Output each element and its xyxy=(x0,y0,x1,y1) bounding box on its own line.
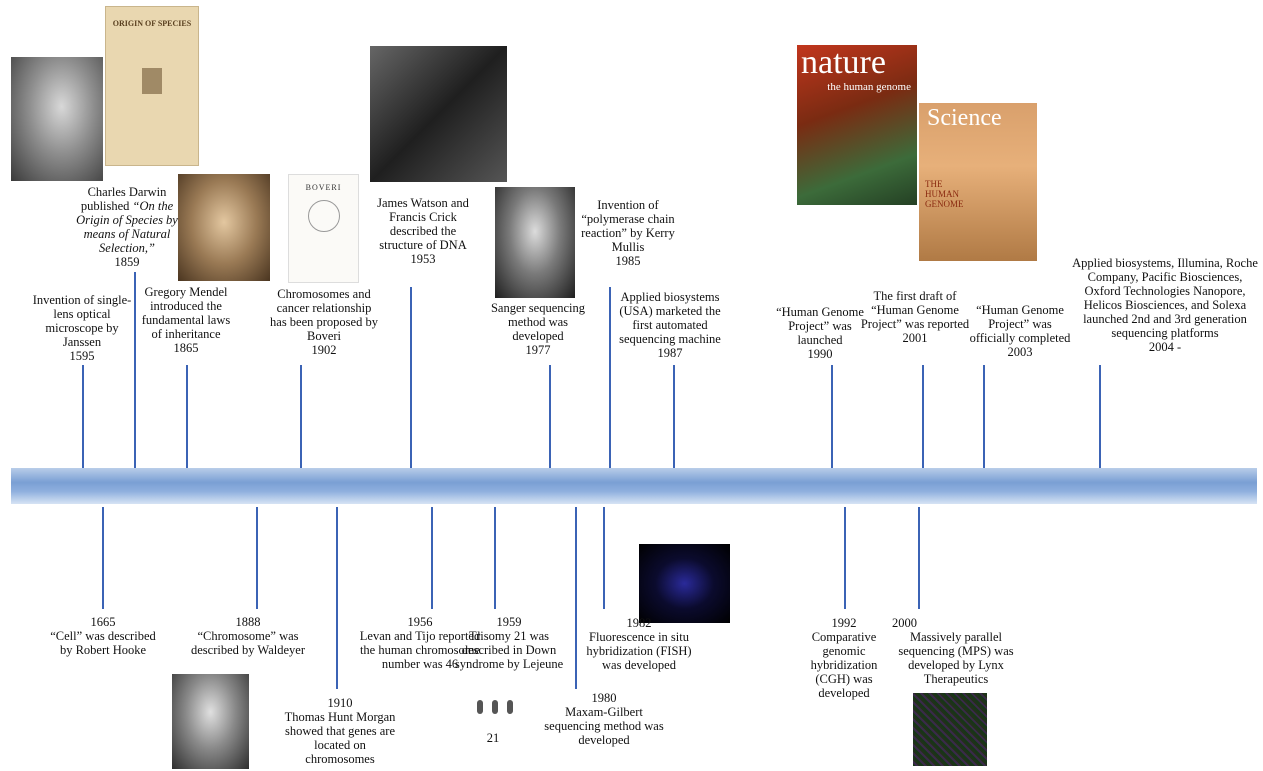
event-waldeyer: 1888“Chromosome” was described by Waldey… xyxy=(191,615,305,657)
event-darwin: Charles Darwin published “On the Origin … xyxy=(76,185,178,269)
event-mps: 2000 Massively parallel sequencing (MPS)… xyxy=(892,616,1014,686)
event-mullis: Invention of “polymerase chain reaction”… xyxy=(581,198,675,268)
tick-1990 xyxy=(831,365,833,468)
event-hgp-draft: The first draft of “Human Genome Project… xyxy=(860,289,970,345)
darwin-portrait xyxy=(11,57,103,181)
tick-1992 xyxy=(844,507,846,609)
tick-1665 xyxy=(102,507,104,609)
origin-of-species-book-cover: ORIGIN OF SPECIES xyxy=(105,6,199,166)
event-janssen: Invention of single-lens optical microsc… xyxy=(32,293,132,363)
tick-1982 xyxy=(603,507,605,609)
trisomy-21-karyotype xyxy=(470,696,520,720)
nature-cover: nature the human genome xyxy=(797,45,917,205)
event-watson-crick: James Watson and Francis Crick described… xyxy=(377,196,469,266)
tick-1956 xyxy=(431,507,433,609)
event-boveri: Chromosomes and cancer relationship has … xyxy=(270,287,378,357)
event-hooke: 1665“Cell” was described by Robert Hooke xyxy=(50,615,156,657)
tick-1902 xyxy=(300,365,302,468)
boveri-book-title: BOVERI xyxy=(305,183,342,192)
tick-2001 xyxy=(922,365,924,468)
science-cover-title: Science xyxy=(927,105,1002,131)
tick-1859 xyxy=(134,272,136,468)
event-hgp-complete: “Human Genome Project” was officially co… xyxy=(969,303,1071,359)
tick-1987 xyxy=(673,365,675,468)
tick-1910 xyxy=(336,507,338,689)
book-title: ORIGIN OF SPECIES xyxy=(112,19,192,28)
tick-1865 xyxy=(186,365,188,468)
waldeyer-portrait xyxy=(172,674,249,769)
tick-1980 xyxy=(575,507,577,689)
watson-crick-photo xyxy=(370,46,507,182)
fish-image xyxy=(639,544,730,623)
tick-1595 xyxy=(82,365,84,468)
boveri-diagram xyxy=(307,200,340,232)
science-cover-subtitle: THE HUMAN GENOME xyxy=(925,179,964,209)
nature-cover-title: nature xyxy=(801,45,886,81)
event-abi: Applied biosystems (USA) marketed the fi… xyxy=(619,290,721,360)
tick-1977 xyxy=(549,365,551,468)
trisomy-21-label: 21 xyxy=(486,731,500,745)
sanger-portrait xyxy=(495,187,575,298)
science-cover: Science THE HUMAN GENOME xyxy=(919,103,1037,261)
nature-cover-subtitle: the human genome xyxy=(827,81,911,93)
tick-2000 xyxy=(918,507,920,609)
tick-1953 xyxy=(410,287,412,468)
tick-1985 xyxy=(609,287,611,468)
tick-1959 xyxy=(494,507,496,609)
tick-1888 xyxy=(256,507,258,609)
event-ngs: Applied biosystems, Illumina, Roche Comp… xyxy=(1072,256,1258,354)
event-mendel: Gregory Mendel introduced the fundamenta… xyxy=(141,285,231,355)
timeline-bar xyxy=(11,468,1257,504)
book-emblem xyxy=(142,68,162,94)
mendel-portrait xyxy=(178,174,270,281)
tick-2004 xyxy=(1099,365,1101,468)
mps-image xyxy=(913,693,987,766)
boveri-book-cover: BOVERI xyxy=(288,174,359,283)
tick-2003 xyxy=(983,365,985,468)
